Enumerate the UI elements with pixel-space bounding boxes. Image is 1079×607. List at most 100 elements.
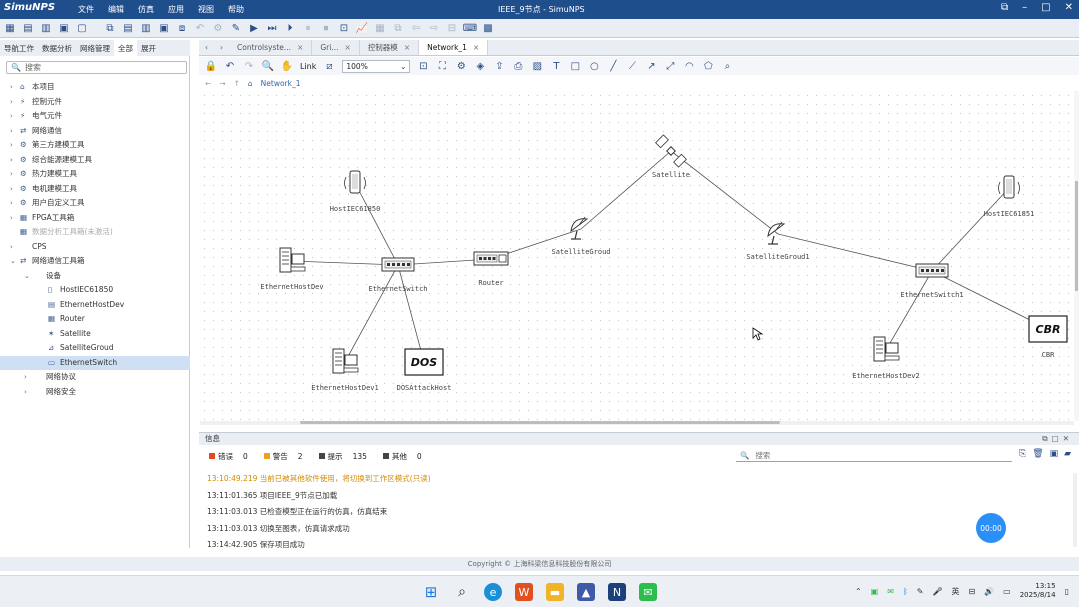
- new-icon[interactable]: ▢: [77, 22, 87, 34]
- tray-wechat-icon[interactable]: ✉: [887, 586, 894, 596]
- tree-item[interactable]: ›CPS: [0, 240, 190, 255]
- expand-chevron-icon[interactable]: ›: [10, 155, 13, 164]
- network-link[interactable]: [670, 150, 779, 235]
- menu-file[interactable]: 文件: [78, 5, 94, 14]
- canvas-hscroll[interactable]: [200, 421, 1074, 425]
- tray-display-icon[interactable]: ⊟: [968, 586, 976, 596]
- tree-item[interactable]: ▯HostIEC61850: [0, 283, 190, 298]
- expand-chevron-icon[interactable]: ›: [10, 112, 13, 120]
- tree-item[interactable]: ›⚙用户自定义工具: [0, 196, 190, 211]
- lock-icon[interactable]: 🔒: [204, 60, 218, 72]
- back-icon[interactable]: ⇦: [411, 22, 421, 34]
- hscroll-thumb[interactable]: [300, 421, 780, 424]
- search-icon[interactable]: ⌕: [724, 60, 731, 72]
- network-link[interactable]: [885, 270, 933, 351]
- file-explorer-icon[interactable]: ▬: [546, 583, 564, 601]
- tab-network-mgmt[interactable]: 网络管理: [80, 44, 110, 53]
- maximize-icon[interactable]: □: [1041, 2, 1051, 13]
- expand-chevron-icon[interactable]: ›: [10, 199, 13, 207]
- expand-chevron-icon[interactable]: ›: [10, 83, 13, 91]
- tab-nav[interactable]: 导航工作: [4, 44, 34, 53]
- tree-item[interactable]: ›网络协议: [0, 370, 190, 385]
- menu-view[interactable]: 视图: [198, 5, 214, 14]
- gear-icon[interactable]: ⚙: [456, 60, 466, 72]
- step-icon[interactable]: ⏭: [267, 22, 277, 34]
- chevron-right-icon[interactable]: ›: [220, 43, 223, 52]
- close-icon[interactable]: ✕: [1062, 434, 1073, 443]
- expand-chevron-icon[interactable]: ›: [24, 373, 27, 381]
- expand-chevron-icon[interactable]: ›: [10, 184, 13, 193]
- chart-icon[interactable]: 📈: [355, 22, 369, 34]
- tree-item[interactable]: ›⚙电机建模工具: [0, 182, 190, 197]
- save-icon[interactable]: ▣: [1049, 449, 1059, 459]
- tab-data-analysis[interactable]: 数据分析: [42, 44, 72, 53]
- tab-network-1[interactable]: Network_1×: [419, 40, 489, 55]
- tray-bluetooth-icon[interactable]: ᛒ: [902, 586, 908, 596]
- vscroll-thumb[interactable]: [1075, 181, 1078, 291]
- tree-item[interactable]: ▦Router: [0, 312, 190, 327]
- node-phone-icon[interactable]: [998, 175, 1020, 199]
- close-tab-icon[interactable]: ×: [403, 43, 411, 52]
- save-icon[interactable]: ▣: [159, 22, 169, 34]
- tab-controller[interactable]: 控制器模×: [360, 40, 420, 55]
- node-host-icon[interactable]: [332, 348, 359, 374]
- pause-icon[interactable]: ⏸: [305, 22, 311, 34]
- undo-icon[interactable]: ↶: [225, 60, 235, 72]
- record-icon[interactable]: ⊟: [447, 22, 457, 34]
- app-triangle-icon[interactable]: ▲: [577, 583, 595, 601]
- network-link[interactable]: [344, 264, 399, 363]
- network-link[interactable]: [580, 150, 672, 230]
- tree-item[interactable]: ›⚡电气元件: [0, 109, 190, 124]
- menu-help[interactable]: 帮助: [228, 5, 244, 14]
- tray-edit-icon[interactable]: ✎: [916, 586, 924, 596]
- home-icon[interactable]: ⌂: [247, 78, 253, 88]
- tray-chevron-up-icon[interactable]: ⌃: [855, 586, 862, 596]
- expand-chevron-icon[interactable]: ›: [10, 213, 13, 222]
- tree-item[interactable]: ›⚡控制元件: [0, 95, 190, 110]
- nav-back-icon[interactable]: ←: [205, 78, 212, 88]
- play-icon[interactable]: ▶: [250, 22, 258, 34]
- edge-icon[interactable]: e: [484, 583, 502, 601]
- close-icon[interactable]: ✕: [1064, 2, 1073, 13]
- close-tab-icon[interactable]: ×: [344, 43, 351, 52]
- text-icon[interactable]: T: [553, 60, 560, 72]
- board-icon[interactable]: ▩: [483, 22, 493, 34]
- tray-mic-icon[interactable]: 🎤: [932, 586, 943, 596]
- cut-icon[interactable]: ▥: [141, 22, 151, 34]
- simunps-taskbar-icon[interactable]: N: [608, 583, 626, 601]
- compare-icon[interactable]: ⧉: [394, 22, 402, 34]
- node-box-icon[interactable]: DOS: [404, 348, 444, 376]
- table-icon[interactable]: ▦: [375, 22, 385, 34]
- zoom-icon[interactable]: 🔍: [261, 60, 275, 72]
- fullscreen-icon[interactable]: ⛶: [438, 60, 446, 72]
- layout-icon[interactable]: ▤: [23, 22, 33, 34]
- message-scrollbar[interactable]: [1073, 473, 1077, 547]
- node-dish-icon[interactable]: [767, 221, 786, 245]
- node-satellite-icon[interactable]: [655, 134, 687, 168]
- polyline-icon[interactable]: ⟋: [628, 60, 636, 72]
- rect-icon[interactable]: □: [570, 60, 581, 72]
- tree-item[interactable]: ⌄⇄网络通信工具箱: [0, 254, 190, 269]
- tray-lang[interactable]: 英: [951, 586, 960, 596]
- folder-icon[interactable]: ▰: [1064, 449, 1072, 459]
- expand-chevron-icon[interactable]: ⌄: [10, 257, 16, 265]
- notification-icon[interactable]: ▯: [1064, 586, 1069, 596]
- tree-item[interactable]: ›⌂本项目: [0, 80, 190, 95]
- tray-battery-icon[interactable]: ▭: [1003, 586, 1011, 596]
- undo-icon[interactable]: ↶: [195, 22, 205, 34]
- nav-forward-icon[interactable]: →: [219, 78, 226, 88]
- start-icon[interactable]: ⊞: [424, 583, 438, 601]
- paste-icon[interactable]: ▤: [123, 22, 133, 34]
- clock[interactable]: 13:15 2025/8/14: [1020, 582, 1056, 600]
- node-switch-icon[interactable]: [381, 257, 415, 272]
- monitor-icon[interactable]: ⊡: [339, 22, 349, 34]
- network-link[interactable]: [931, 187, 1010, 272]
- fit-icon[interactable]: ⊡: [419, 60, 428, 72]
- node-dish-icon[interactable]: [570, 216, 589, 240]
- export-icon[interactable]: ⧈: [178, 22, 186, 34]
- double-arrow-icon[interactable]: ⤢: [666, 60, 675, 72]
